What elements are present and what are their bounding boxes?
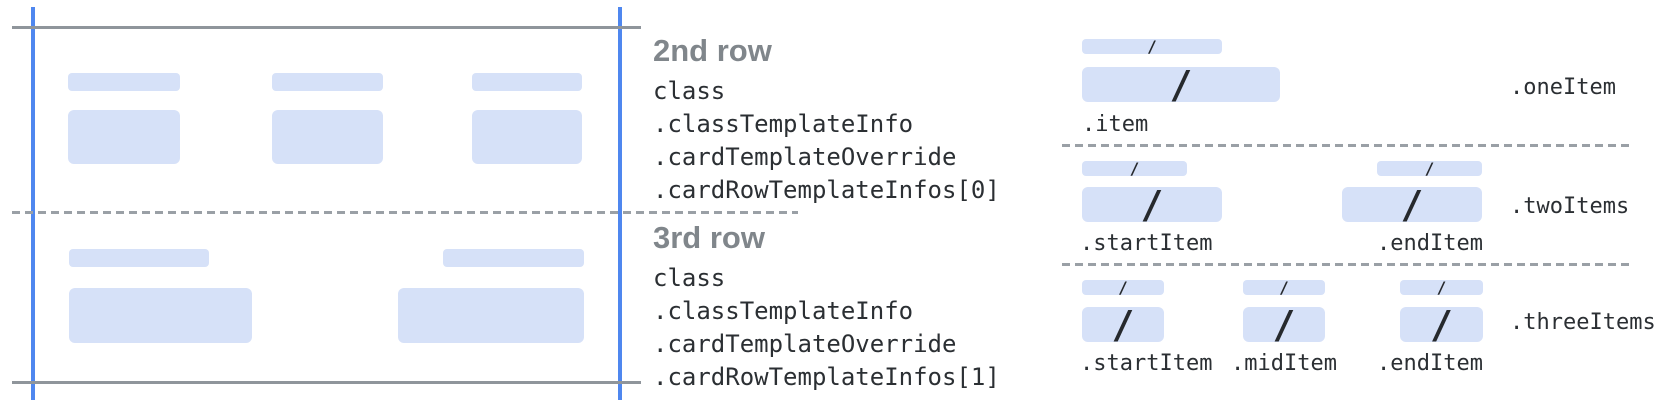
slash-icon: / [1436,277,1447,297]
code-path-line: .cardTemplateOverride [653,330,957,358]
item-label-placeholder: / [1377,158,1482,178]
placeholder-label-bar [443,249,584,267]
row-3-heading: 3rd row [653,220,765,255]
slash-icon: / [1169,62,1193,107]
row-2-heading: 2nd row [653,33,772,68]
card-top-boundary-line [12,26,641,29]
placeholder-label-bar [68,73,180,91]
slash-icon: / [1111,302,1135,347]
slash-icon: / [1140,182,1164,227]
placeholder-value-block [69,288,252,343]
item-value-placeholder: / [1342,182,1482,227]
slash-icon: / [1147,36,1157,56]
slash-icon: / [1430,302,1453,347]
placeholder-label-bar [472,73,582,91]
code-path-line: .cardRowTemplateInfos[1] [653,363,1000,391]
mid-item-field-label: .midItem [1231,351,1337,376]
placeholder-value-block [472,110,582,164]
placeholder-value-block [68,110,180,164]
start-item-field-label: .startItem [1080,351,1213,376]
item-label-placeholder: / [1082,277,1164,297]
slash-icon: / [1424,158,1435,178]
item-value-placeholder: / [1082,182,1222,227]
placeholder-value-block [398,288,584,343]
item-value-placeholder: / [1082,62,1280,107]
section-divider-dashed-line [1062,263,1630,266]
card-left-edge-guide-line [31,7,35,400]
end-item-field-label: .endItem [1377,231,1483,256]
three-items-section-label: .threeItems [1510,310,1656,335]
start-item-field-label: .startItem [1080,231,1213,256]
card-right-edge-guide-line [618,7,622,400]
slash-icon: / [1118,277,1128,297]
item-field-label: .item [1082,112,1149,137]
two-items-section-label: .twoItems [1510,194,1630,219]
card-bottom-boundary-line [12,381,641,384]
code-path-line: .classTemplateInfo [653,297,914,325]
code-path-line: .classTemplateInfo [653,110,914,138]
item-label-placeholder: / [1082,158,1187,178]
row-2-annotation: 2nd row class .classTemplateInfo .cardTe… [653,33,1000,207]
code-path-line: .cardRowTemplateInfos[0] [653,176,1000,204]
placeholder-value-block [272,110,383,164]
item-label-placeholder: / [1243,277,1325,297]
slash-icon: / [1279,277,1289,297]
item-value-placeholder: / [1082,302,1164,347]
end-item-field-label: .endItem [1377,351,1483,376]
item-label-placeholder: / [1082,36,1222,56]
code-path-line: class [653,264,726,292]
code-path-line: .cardTemplateOverride [653,143,957,171]
code-path-line: class [653,77,726,105]
item-value-placeholder: / [1400,302,1483,347]
placeholder-label-bar [69,249,209,267]
item-value-placeholder: / [1243,302,1325,347]
slash-icon: / [1129,158,1140,178]
one-item-section-label: .oneItem [1510,75,1616,100]
card-row-divider-dashed-line [12,211,798,214]
slash-icon: / [1272,302,1296,347]
section-divider-dashed-line [1062,144,1630,147]
slash-icon: / [1400,182,1424,227]
row-3-annotation: 3rd row class .classTemplateInfo .cardTe… [653,220,1000,394]
placeholder-label-bar [272,73,383,91]
item-label-placeholder: / [1400,277,1483,297]
